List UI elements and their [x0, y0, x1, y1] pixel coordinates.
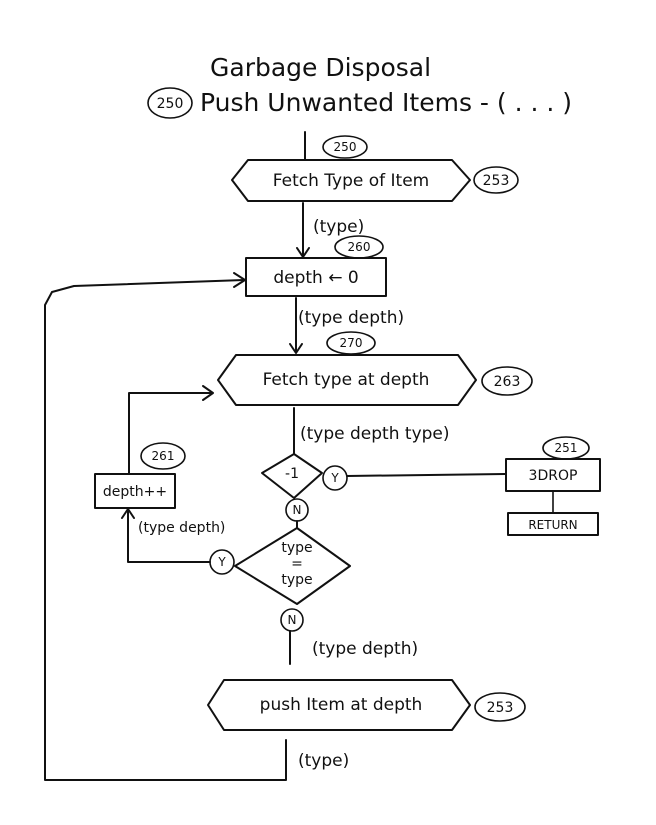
stack-note-type: (type) [313, 217, 364, 237]
node-tag: 270 [340, 336, 363, 350]
decision-compare-shape [234, 527, 351, 605]
node-depth-increment: 261 depth++ [94, 442, 186, 509]
depth-init-box [245, 257, 387, 297]
depth-increment-label: depth++ [103, 484, 167, 500]
node-tag-oval [322, 135, 368, 159]
node-tag: 260 [348, 240, 371, 254]
subtitle-text: Push Unwanted Items - ( . . . ) [200, 88, 572, 117]
side-tag-oval [481, 366, 533, 396]
node-drop: 251 3DROP [505, 436, 601, 492]
depth-increment-box [94, 473, 176, 509]
node-tag-oval [140, 442, 186, 470]
decision-type-compare: type = type Y N [209, 527, 351, 632]
side-tag: 253 [483, 173, 510, 189]
node-fetch-type-of-item: 250 Fetch Type of Item 253 [231, 135, 519, 202]
branch-yes-circle [209, 549, 235, 575]
branch-no-circle [280, 608, 304, 632]
node-tag: 261 [152, 449, 175, 463]
drop-label: 3DROP [529, 468, 578, 484]
decision-minus-one-shape [261, 453, 323, 499]
stack-note-type-depth: (type depth) [298, 308, 404, 328]
branch-yes-circle [322, 465, 348, 491]
side-tag-oval [474, 692, 526, 722]
arrowhead [233, 272, 246, 288]
branch-no-label: N [293, 503, 302, 517]
depth-init-label: depth ← 0 [273, 268, 358, 288]
node-tag: 250 [334, 140, 357, 154]
stack-note-after-compare: (type depth) [312, 639, 418, 659]
node-return: RETURN [507, 512, 599, 536]
outer-loop-edge [44, 279, 287, 781]
arrowhead [202, 385, 214, 401]
side-tag: 253 [487, 700, 514, 716]
decision-minus-one-label: -1 [285, 466, 299, 482]
fetch-type-of-item-shape [231, 159, 471, 202]
node-tag: 251 [555, 441, 578, 455]
fetch-type-of-item-label: Fetch Type of Item [273, 171, 429, 191]
push-item-shape [207, 679, 471, 731]
stack-note-increment-loop: (type depth) [138, 520, 225, 536]
subtitle: 250 Push Unwanted Items - ( . . . ) [147, 87, 572, 119]
fetch-type-at-depth-shape [217, 354, 477, 406]
push-item-label: push Item at depth [260, 695, 423, 715]
branch-yes-label: Y [330, 471, 339, 485]
stack-note-after-push: (type) [298, 751, 349, 771]
edge-compare-yes-to-increment [127, 510, 211, 563]
edge-yes-to-drop [346, 473, 506, 477]
compare-top-label: type [281, 540, 312, 556]
inner-loop-edge [128, 392, 213, 475]
node-push-item: push Item at depth 253 [207, 679, 526, 731]
subtitle-tag: 250 [157, 96, 184, 112]
side-tag: 263 [494, 374, 521, 390]
node-fetch-type-at-depth: 270 Fetch type at depth 263 [217, 331, 533, 406]
decision-minus-one: -1 Y N [261, 453, 348, 522]
stack-note-type-depth-type: (type depth type) [300, 424, 450, 444]
node-depth-init: 260 depth ← 0 [245, 235, 387, 297]
compare-eq-label: = [291, 556, 303, 572]
branch-yes-label: Y [217, 555, 226, 569]
fetch-type-at-depth-label: Fetch type at depth [263, 370, 430, 390]
arrowhead [121, 508, 135, 519]
return-box [507, 512, 599, 536]
compare-bottom-label: type [281, 572, 312, 588]
return-label: RETURN [528, 518, 577, 532]
branch-no-label: N [288, 613, 297, 627]
subtitle-tag-oval [147, 87, 193, 119]
side-tag-oval [473, 166, 519, 194]
diagram-title: Garbage Disposal [210, 53, 431, 82]
arrowhead [289, 343, 303, 354]
